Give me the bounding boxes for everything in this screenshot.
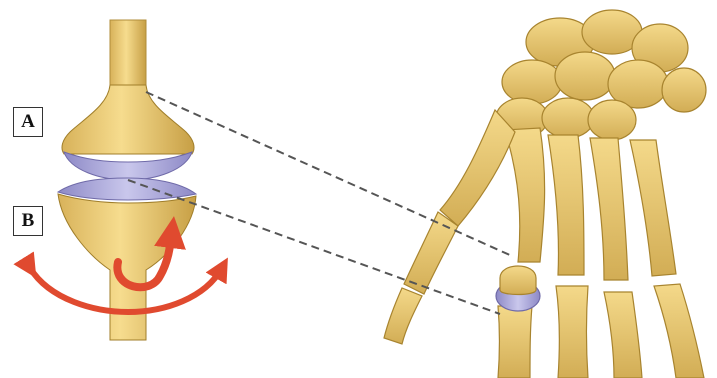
highlighted-bone-head [500,266,536,295]
metacarpals [440,110,676,280]
lower-bone-cup [58,194,196,340]
carpal-bones [496,10,706,140]
label-a: A [13,107,43,137]
upper-bone-head [62,85,194,154]
upper-bone-shaft [110,20,146,90]
hand-skeleton [384,10,706,378]
thumb-phalanges [384,212,458,344]
lower-cartilage [58,178,196,200]
joint-model [30,20,222,340]
label-b: B [13,206,43,236]
leader-line-a [146,92,512,256]
upper-cartilage [64,152,192,180]
